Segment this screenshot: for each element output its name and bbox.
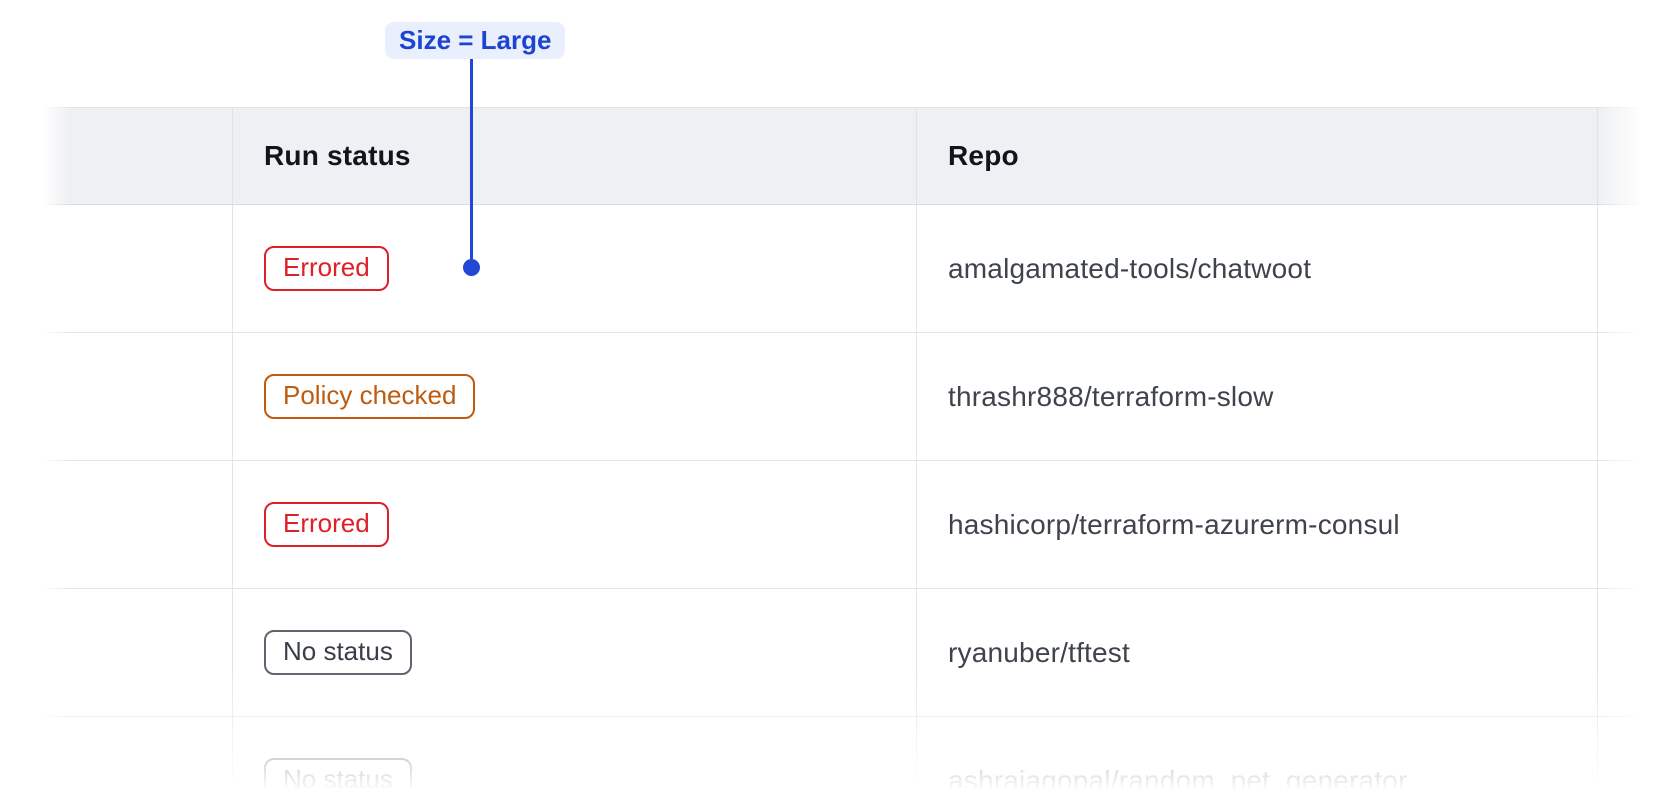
repo-cell: hashicorp/terraform-azurerm-consul <box>917 461 1598 588</box>
column-header-spacer-right <box>1598 108 1672 204</box>
run-status-cell: No status <box>233 717 917 788</box>
status-badge: Policy checked <box>264 374 476 419</box>
runs-table: Run status Repo Errored amalgamated-tool… <box>0 107 1672 788</box>
repo-name: amalgamated-tools/chatwoot <box>948 252 1312 284</box>
table-row[interactable]: No status ashrajagopal/random_pet_genera… <box>0 717 1672 788</box>
annotation-pointer-dot <box>463 259 480 276</box>
run-status-cell: Errored <box>233 205 917 332</box>
repo-cell: ryanuber/tftest <box>917 589 1598 716</box>
repo-name: hashicorp/terraform-azurerm-consul <box>948 508 1400 540</box>
repo-cell: amalgamated-tools/chatwoot <box>917 205 1598 332</box>
repo-name: ryanuber/tftest <box>948 636 1130 668</box>
table-row[interactable]: Policy checked thrashr888/terraform-slow <box>0 333 1672 461</box>
run-status-cell: Errored <box>233 461 917 588</box>
table-body: Errored amalgamated-tools/chatwoot Polic… <box>0 205 1672 788</box>
row-spacer-cell-right <box>1598 589 1672 716</box>
repo-name: ashrajagopal/random_pet_generator <box>948 764 1408 788</box>
status-badge: No status <box>264 630 412 675</box>
table-row[interactable]: Errored hashicorp/terraform-azurerm-cons… <box>0 461 1672 589</box>
annotation-label: Size = Large <box>399 25 552 55</box>
repo-cell: thrashr888/terraform-slow <box>917 333 1598 460</box>
column-header-run-status: Run status <box>233 108 917 204</box>
column-header-spacer-left <box>0 108 233 204</box>
status-badge: No status <box>264 758 412 788</box>
row-spacer-cell-left <box>0 717 233 788</box>
annotation-callout: Size = Large <box>385 22 566 59</box>
run-status-cell: No status <box>233 589 917 716</box>
row-spacer-cell-left <box>0 205 233 332</box>
table-row[interactable]: Errored amalgamated-tools/chatwoot <box>0 205 1672 333</box>
repo-name: thrashr888/terraform-slow <box>948 380 1274 412</box>
annotation-pointer-line <box>470 59 473 259</box>
status-badge: Errored <box>264 502 389 547</box>
row-spacer-cell-right <box>1598 205 1672 332</box>
column-header-repo: Repo <box>917 108 1598 204</box>
table-row[interactable]: No status ryanuber/tftest <box>0 589 1672 717</box>
repo-cell: ashrajagopal/random_pet_generator <box>917 717 1598 788</box>
row-spacer-cell-left <box>0 589 233 716</box>
row-spacer-cell-right <box>1598 717 1672 788</box>
row-spacer-cell-left <box>0 333 233 460</box>
row-spacer-cell-left <box>0 461 233 588</box>
status-badge: Errored <box>264 246 389 291</box>
row-spacer-cell-right <box>1598 333 1672 460</box>
run-status-cell: Policy checked <box>233 333 917 460</box>
table-header-row: Run status Repo <box>0 107 1672 205</box>
row-spacer-cell-right <box>1598 461 1672 588</box>
